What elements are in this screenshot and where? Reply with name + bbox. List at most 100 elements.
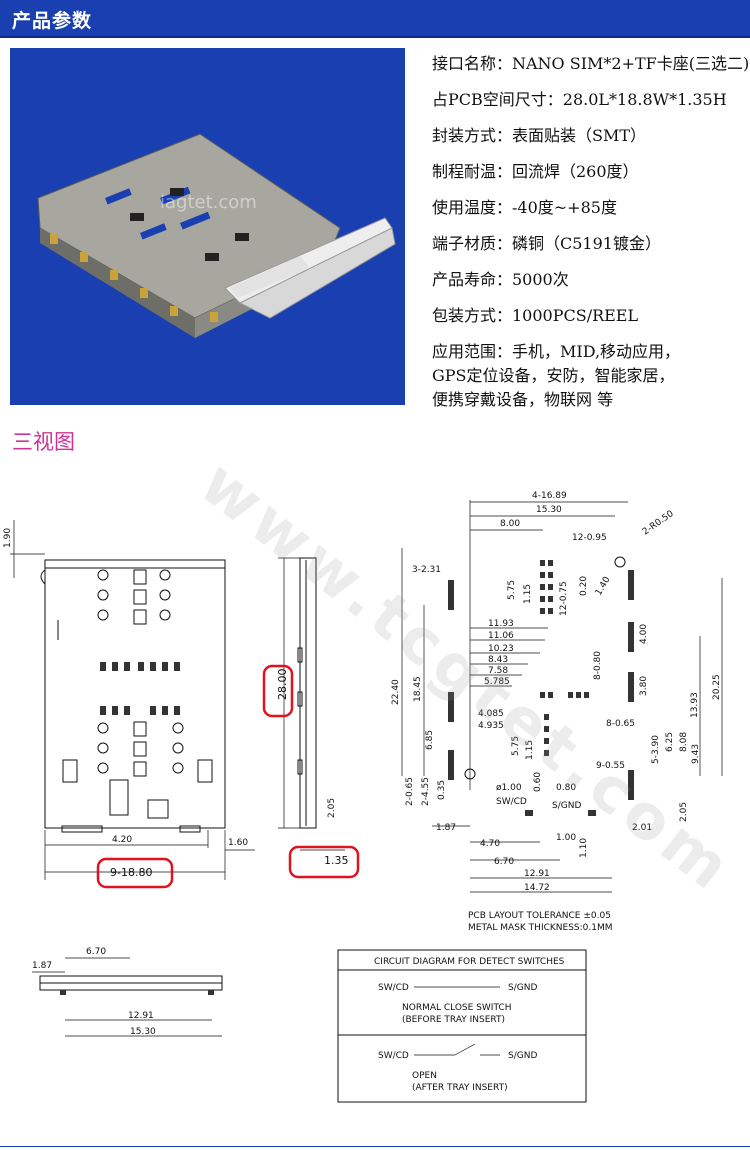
dim-d6: 3-2.31 (412, 565, 441, 575)
bottom-view: 6.70 1.87 12.91 15.30 (32, 947, 223, 1037)
dim-d21: 22.40 (391, 679, 401, 705)
dim-d42: SW/CD (496, 797, 527, 807)
spec-list: 接口名称：NANO SIM*2+TF卡座(三选二) 占PCB空间尺寸：28.0L… (432, 52, 750, 412)
connector-illustration: iagtet.com (37, 133, 396, 338)
dim-bottom-c: 12.91 (128, 1011, 154, 1021)
dim-d26: 4.935 (478, 721, 504, 731)
dim-d51: 12.91 (524, 869, 550, 879)
dim-d40: 0.60 (533, 772, 543, 792)
dim-d12: 11.93 (488, 619, 514, 629)
header-title: 产品参数 (12, 10, 93, 32)
circuit-closed-sub: (BEFORE TRAY INSERT) (402, 1015, 505, 1025)
dim-d14: 10.23 (488, 644, 514, 654)
dim-d5: 2-R0.50 (641, 509, 676, 538)
dim-d7: 5.75 (507, 580, 517, 600)
application-line-1: 应用范围：手机，MID,移动应用， (432, 342, 681, 361)
technical-drawing: 1.90 4.20 1.60 9-18.80 28.00 1.35 2.05 4… (3, 491, 723, 1103)
side-view: 28.00 1.35 2.05 (262, 557, 360, 879)
dim-d19: 4.00 (639, 624, 649, 644)
dim-front-top: 1.90 (3, 528, 13, 548)
dim-front-inner: 4.20 (112, 835, 132, 845)
dim-d43: S/GND (552, 801, 581, 811)
section-title: 三视图 (12, 430, 75, 454)
spec-terminal-material: 端子材质：磷铜（C5191镀金） (432, 234, 661, 253)
dim-d28: 5-3.90 (651, 735, 661, 764)
dim-bottom-b: 1.87 (32, 961, 52, 971)
spec-pcb-size: 占PCB空间尺寸：28.0L*18.8W*1.35H (432, 90, 727, 109)
dim-d16: 7.58 (488, 666, 508, 676)
dim-d11: 1.40 (594, 575, 613, 598)
dim-d31: 9.43 (691, 744, 701, 764)
dim-d18: 8-0.80 (593, 651, 603, 680)
circuit-gnd-1: S/GND (508, 983, 537, 993)
dim-d45: 4.70 (480, 839, 500, 849)
circuit-open-sub: (AFTER TRAY INSERT) (412, 1083, 508, 1093)
dim-d35: 9-0.55 (596, 761, 625, 771)
spec-interface: 接口名称：NANO SIM*2+TF卡座(三选二) (432, 54, 750, 73)
circuit-title: CIRCUIT DIAGRAM FOR DETECT SWITCHES (374, 957, 565, 967)
header-bar: 产品参数 (0, 0, 750, 38)
dim-bottom-d: 15.30 (130, 1027, 156, 1037)
dim-d23: 13.93 (690, 692, 700, 718)
dim-d46: 1.00 (556, 833, 576, 843)
dim-d32: 6.85 (425, 730, 435, 750)
dim-d24: 20.25 (712, 674, 722, 700)
dim-d34: 1.15 (525, 740, 535, 760)
circuit-closed-label: NORMAL CLOSE SWITCH (402, 1003, 511, 1013)
dim-bottom-a: 6.70 (86, 947, 106, 957)
spec-operating-temp: 使用温度：-40度~+85度 (432, 198, 617, 217)
dim-d10: 0.20 (579, 576, 589, 596)
mask-note: METAL MASK THICKNESS:0.1MM (468, 923, 613, 933)
circuit-diagram: CIRCUIT DIAGRAM FOR DETECT SWITCHES SW/C… (337, 949, 587, 1103)
dim-d3: 8.00 (500, 519, 520, 529)
photo-watermark: iagtet.com (160, 192, 257, 213)
dim-d48: 2.01 (632, 823, 652, 833)
dim-d2: 15.30 (536, 505, 562, 515)
dim-d22: 18.45 (413, 676, 423, 702)
dim-d36: 2-0.65 (405, 777, 415, 806)
product-photo: iagtet.com (10, 48, 405, 405)
circuit-gnd-2: S/GND (508, 1051, 537, 1061)
circuit-sw-1: SW/CD (378, 983, 409, 993)
dim-side-bottom: 2.05 (327, 798, 337, 818)
dim-d4: 12-0.95 (572, 533, 607, 543)
pcb-layout: 4-16.89 15.30 8.00 12-0.95 2-R0.50 3-2.3… (391, 491, 723, 933)
dim-d30: 8.08 (679, 732, 689, 752)
dim-d33: 5.75 (511, 736, 521, 756)
dim-d25: 4.085 (478, 709, 504, 719)
dim-d1: 4-16.89 (532, 491, 567, 501)
dim-d13: 11.06 (488, 631, 514, 641)
dim-d44: 1.87 (436, 823, 456, 833)
dim-d15: 8.43 (488, 655, 508, 665)
dim-d41: 0.80 (556, 783, 576, 793)
dim-d8: 1.15 (523, 584, 533, 604)
spec-package: 封装方式：表面贴装（SMT） (432, 126, 647, 145)
spec-lifetime: 产品寿命：5000次 (432, 270, 569, 289)
circuit-open-label: OPEN (412, 1071, 437, 1081)
dim-d37: 2-4.55 (421, 777, 431, 806)
dim-d39: ø1.00 (496, 783, 522, 793)
dim-d20: 3.80 (639, 676, 649, 696)
application-line-3: 便携穿戴设备，物联网 等 (432, 390, 614, 409)
dim-d29: 6.25 (665, 732, 675, 752)
spec-packaging: 包装方式：1000PCS/REEL (432, 306, 639, 325)
dim-d52: 14.72 (524, 883, 550, 893)
circuit-sw-2: SW/CD (378, 1051, 409, 1061)
dim-d38: 0.35 (437, 780, 447, 800)
dim-d49: 2.05 (679, 802, 689, 822)
front-view: 1.90 4.20 1.60 9-18.80 (3, 520, 255, 889)
dim-side-thickness: 1.35 (324, 854, 349, 867)
dim-side-height: 28.00 (276, 669, 289, 701)
spec-process-temp: 制程耐温：回流焊（260度） (432, 162, 639, 181)
spec-application: 应用范围：手机，MID,移动应用， GPS定位设备，安防，智能家居， 便携穿戴设… (432, 340, 750, 412)
dim-front-width: 9-18.80 (110, 866, 152, 879)
application-line-2: GPS定位设备，安防，智能家居， (432, 366, 675, 385)
dim-d27: 8-0.65 (606, 719, 635, 729)
dim-front-side: 1.60 (228, 838, 248, 848)
dim-d17: 5.785 (484, 677, 510, 687)
dim-d9: 12-0.75 (559, 581, 569, 616)
bottom-border (0, 1146, 750, 1147)
dim-d47: 1.10 (579, 838, 589, 858)
dim-d50: 6.70 (494, 857, 514, 867)
tolerance-note: PCB LAYOUT TOLERANCE ±0.05 (468, 911, 611, 921)
